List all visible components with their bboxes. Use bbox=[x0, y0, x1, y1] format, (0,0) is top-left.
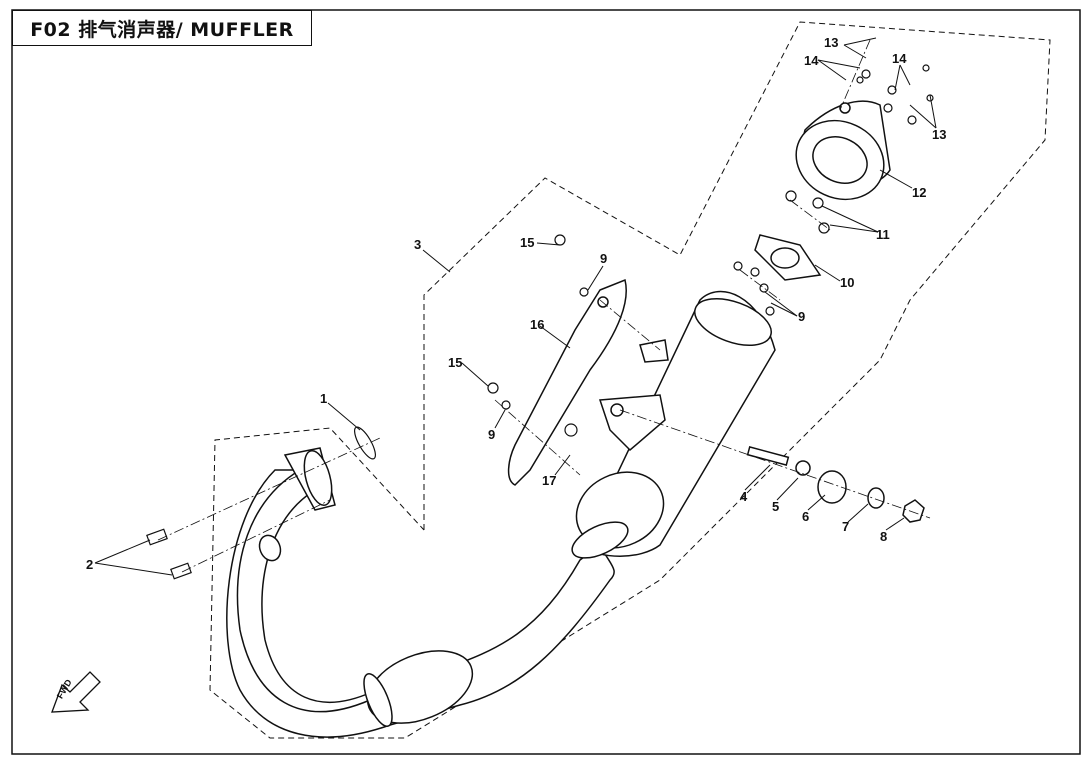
muffler-body bbox=[571, 290, 776, 559]
callout-14-right: 14 bbox=[892, 51, 907, 66]
callout-2: 2 bbox=[86, 557, 94, 572]
callout-6: 6 bbox=[802, 509, 810, 524]
centerlines bbox=[157, 39, 931, 573]
callout-10: 10 bbox=[840, 275, 855, 290]
callout-8: 8 bbox=[880, 529, 888, 544]
callout-4: 4 bbox=[740, 489, 748, 504]
fwd-arrow-icon bbox=[51, 671, 101, 713]
leader-lines bbox=[94, 37, 937, 576]
assembly-group-outline bbox=[209, 21, 1051, 739]
heat-shield bbox=[507, 278, 627, 486]
callout-9-top: 9 bbox=[600, 251, 608, 266]
header-flange bbox=[283, 447, 336, 511]
gasket bbox=[754, 234, 822, 281]
callout-16: 16 bbox=[530, 317, 545, 332]
small-fasteners bbox=[146, 64, 934, 580]
tail-cone bbox=[795, 100, 891, 201]
page-border bbox=[11, 9, 1081, 755]
callout-13-right: 13 bbox=[932, 127, 947, 142]
callout-12: 12 bbox=[912, 185, 927, 200]
callout-9-right: 9 bbox=[798, 309, 806, 324]
callout-15-left: 15 bbox=[448, 355, 463, 370]
callout-7: 7 bbox=[842, 519, 850, 534]
callout-14-left: 14 bbox=[804, 53, 819, 68]
exhaust-pipe bbox=[226, 469, 615, 738]
callout-9-left: 9 bbox=[488, 427, 496, 442]
callout-11: 11 bbox=[876, 227, 890, 242]
callout-1: 1 bbox=[320, 391, 328, 406]
callout-5: 5 bbox=[772, 499, 780, 514]
callout-13-top: 13 bbox=[824, 35, 839, 50]
callout-15-top: 15 bbox=[520, 235, 535, 250]
diagram-title: F02 排气消声器/ MUFFLER bbox=[12, 10, 312, 46]
callout-3: 3 bbox=[414, 237, 422, 252]
callout-17: 17 bbox=[542, 473, 557, 488]
